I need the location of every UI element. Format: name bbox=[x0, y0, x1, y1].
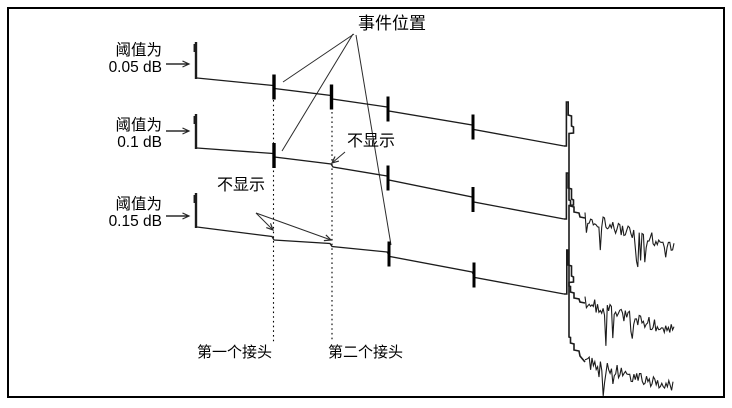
event-position-pointer-lines bbox=[281, 33, 392, 246]
threshold-label-1: 阈值为 0.05 dB bbox=[88, 42, 162, 77]
trace-baseline bbox=[196, 226, 565, 295]
not-shown-arrow-2-1 bbox=[255, 212, 273, 230]
not-shown-arrows-1 bbox=[332, 151, 346, 163]
threshold-label-2: 阈值为 0.1 dB bbox=[88, 117, 162, 152]
noise-tail bbox=[584, 212, 675, 268]
threshold-label-3-prefix: 阈值为 bbox=[115, 196, 162, 213]
trace-threshold-0.05dB bbox=[193, 42, 675, 268]
trace-threshold-0.15dB bbox=[193, 193, 674, 396]
threshold-label-2-value: 0.1 dB bbox=[117, 134, 162, 152]
second-connector-label: 第二个接头 bbox=[328, 344, 404, 361]
not-shown-label-trace2: 不显示 bbox=[347, 133, 396, 150]
noise-tail bbox=[584, 355, 674, 396]
event-pointer-line-2 bbox=[281, 33, 354, 152]
threshold-label-1-value: 0.05 dB bbox=[108, 59, 162, 77]
threshold-label-1-prefix: 阈值为 bbox=[115, 42, 162, 59]
event-pointer-line-1 bbox=[282, 33, 355, 83]
not-shown-label-trace3: 不显示 bbox=[217, 177, 266, 194]
not-shown-arrows-2 bbox=[255, 212, 331, 240]
not-shown-arrow-2-2 bbox=[255, 212, 331, 240]
event-pointer-line-3 bbox=[355, 34, 392, 246]
trace-threshold-0.1dB bbox=[193, 114, 675, 346]
end-spike bbox=[564, 249, 586, 363]
threshold-label-3-value: 0.15 dB bbox=[108, 213, 162, 231]
noise-tail bbox=[584, 296, 675, 346]
threshold-label-3: 阈值为 0.15 dB bbox=[88, 196, 162, 231]
first-connector-label: 第一个接头 bbox=[197, 344, 273, 361]
figure-border bbox=[7, 7, 725, 398]
end-spike bbox=[564, 172, 586, 304]
end-spike bbox=[564, 101, 586, 219]
event-position-label: 事件位置 bbox=[358, 14, 426, 33]
not-shown-arrow-1-1 bbox=[332, 151, 346, 163]
threshold-label-2-prefix: 阈值为 bbox=[115, 117, 162, 134]
